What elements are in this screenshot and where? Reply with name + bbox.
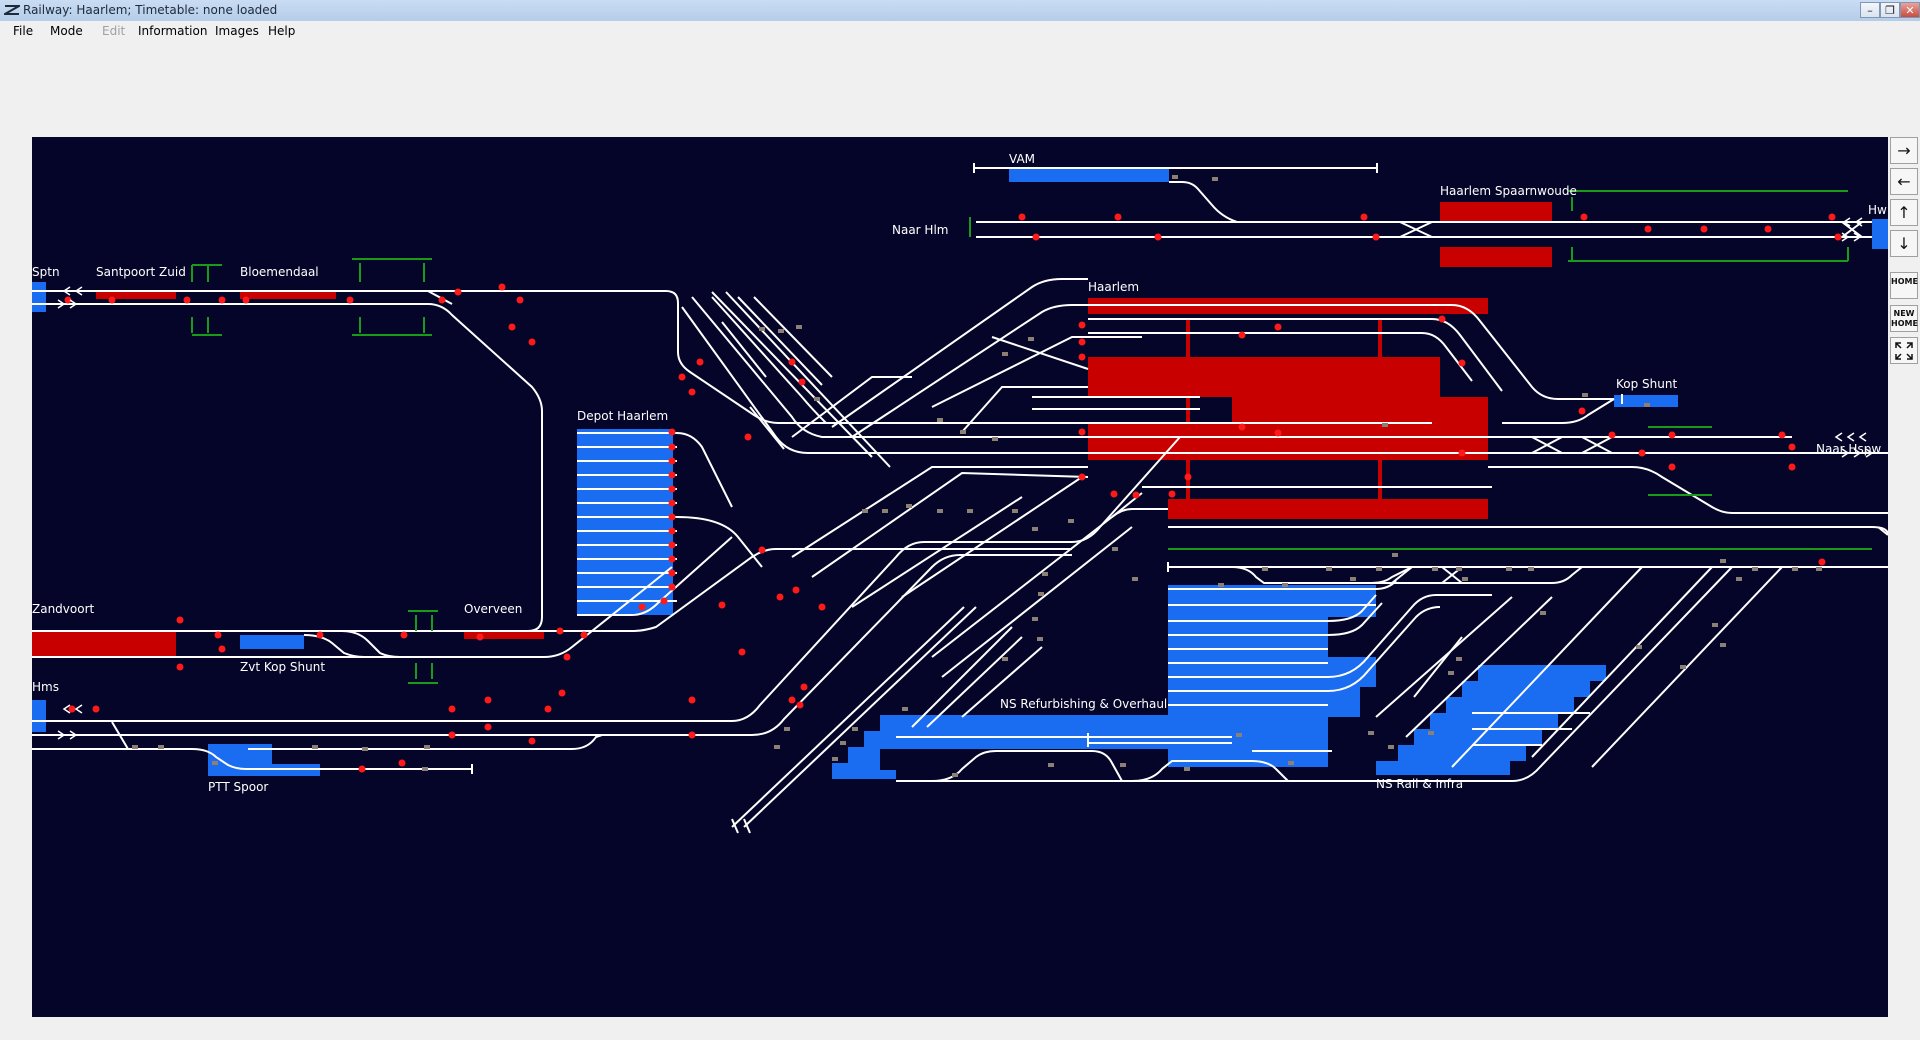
buffer-markers-green — [191, 190, 1872, 684]
label-haarlem-spaarnwoude: Haarlem Spaarnwoude — [1440, 184, 1577, 198]
track-arrows — [57, 217, 1874, 740]
label-naar-hspw: Naar Hspw — [1816, 442, 1882, 456]
pan-up-button[interactable]: ↑ — [1890, 199, 1918, 226]
platform-blocks-red — [32, 202, 1552, 657]
pan-right-button[interactable]: → — [1890, 137, 1918, 164]
maximize-button[interactable]: ❐ — [1880, 2, 1900, 18]
label-naar-hlm: Naar Hlm — [892, 223, 949, 237]
menu-bar: File Mode Edit Information Images Help — [0, 21, 1920, 41]
menu-mode[interactable]: Mode — [50, 24, 83, 38]
label-santpoort-zuid: Santpoort Zuid — [96, 265, 186, 279]
label-hms: Hms — [32, 680, 59, 694]
label-ns-rail-infra: NS Rail & Infra — [1376, 777, 1464, 791]
track-lines — [32, 163, 1888, 834]
menu-edit[interactable]: Edit — [102, 24, 126, 38]
label-bloemendaal: Bloemendaal — [240, 265, 319, 279]
fullscreen-button[interactable] — [1890, 337, 1918, 364]
menu-help[interactable]: Help — [268, 24, 296, 38]
pan-down-button[interactable]: ↓ — [1890, 230, 1918, 257]
label-kop-shunt: Kop Shunt — [1616, 377, 1678, 391]
close-button[interactable]: ✕ — [1900, 2, 1920, 18]
label-ptt-spoor: PTT Spoor — [208, 780, 269, 794]
fullscreen-icon — [1895, 342, 1913, 360]
label-ns-refurbishing: NS Refurbishing & Overhaul — [1000, 697, 1168, 711]
label-overveen: Overveen — [464, 602, 523, 616]
track-layout — [32, 163, 1888, 834]
menu-file[interactable]: File — [13, 24, 34, 38]
navigation-sidebar: → ← ↑ ↓ HOME NEW HOME — [1890, 137, 1920, 377]
label-haarlem: Haarlem — [1088, 280, 1140, 294]
label-hw: Hw — [1868, 203, 1887, 217]
window-title: Railway: Haarlem; Timetable: none loaded — [23, 3, 278, 17]
label-sptn: Sptn — [32, 265, 60, 279]
signals-red — [64, 213, 1842, 773]
menu-images[interactable]: Images — [215, 24, 259, 38]
new-home-label-top: NEW — [1893, 309, 1915, 318]
minimize-button[interactable]: – — [1860, 2, 1880, 18]
label-zandvoort: Zandvoort — [32, 602, 95, 616]
points-grey — [132, 175, 1822, 777]
label-vam: VAM — [1009, 152, 1036, 166]
menu-information[interactable]: Information — [138, 24, 208, 38]
label-depot-haarlem: Depot Haarlem — [577, 409, 669, 423]
siding-blocks-blue — [32, 168, 1888, 779]
pan-left-button[interactable]: ← — [1890, 168, 1918, 195]
home-button[interactable]: HOME — [1890, 272, 1918, 299]
railway-layout-canvas[interactable]: Sptn Santpoort Zuid Bloemendaal VAM Naar… — [32, 137, 1888, 1017]
label-zvt-kop-shunt: Zvt Kop Shunt — [240, 660, 326, 674]
new-home-label-bottom: HOME — [1891, 319, 1918, 328]
title-bar: Railway: Haarlem; Timetable: none loaded… — [0, 0, 1920, 22]
new-home-button[interactable]: NEW HOME — [1890, 305, 1918, 332]
railway-app-icon — [4, 5, 20, 15]
